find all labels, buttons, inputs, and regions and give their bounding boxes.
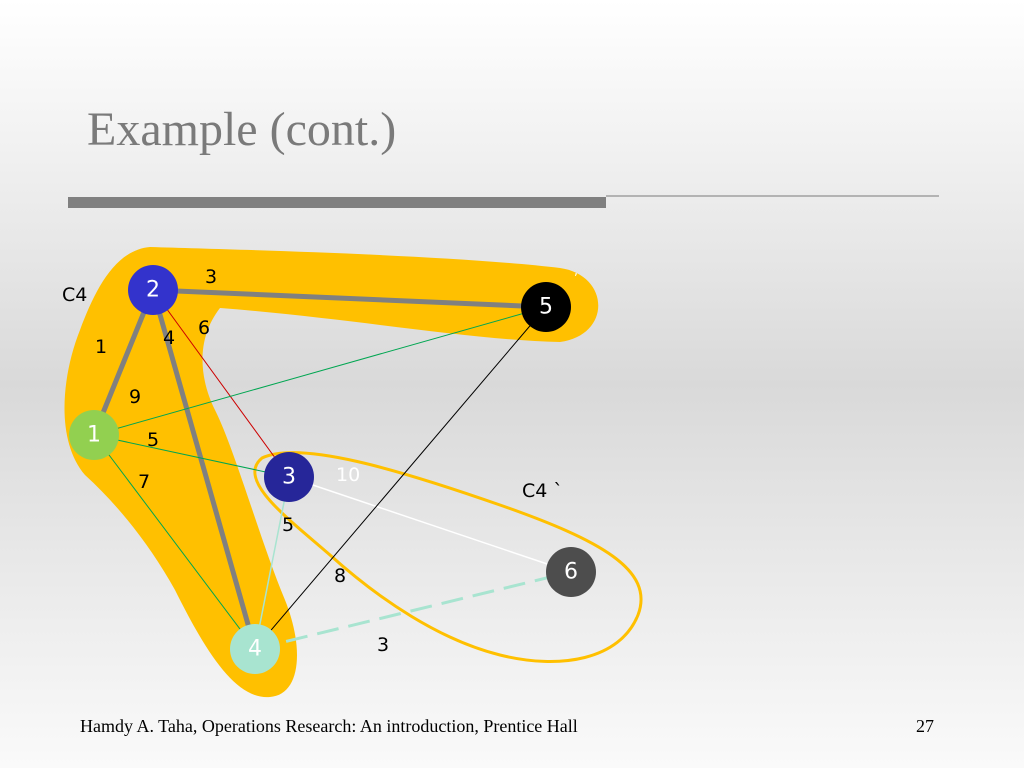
edge-1-4 (93, 434, 256, 650)
node-4-label: 4 (248, 637, 262, 662)
edge-2-5 (152, 287, 547, 310)
node-4: 4 (230, 624, 280, 674)
edge-weight-5-4: 8 (334, 565, 346, 587)
node-6-label: 6 (564, 560, 578, 585)
tick-mark: ʼ (574, 271, 578, 285)
edge-weight-2-1: 1 (95, 336, 107, 358)
title-underline-thick (68, 197, 606, 208)
slide-title: Example (cont.) (87, 103, 397, 156)
footer-citation: Hamdy A. Taha, Operations Research: An i… (80, 716, 578, 736)
edge-weight-2-5: 3 (205, 266, 217, 288)
node-5: 5 (521, 282, 571, 332)
edge-weight-4-6: 3 (377, 634, 389, 656)
title-underline-thin (606, 195, 939, 197)
edge-1-3 (93, 434, 290, 478)
edge-3-4 (254, 476, 290, 650)
node-6: 6 (546, 547, 596, 597)
edge-weight-3-6: 10 (336, 464, 360, 486)
edge-weight-1-5: 9 (129, 386, 141, 408)
edge-5-4 (254, 306, 547, 650)
edge-weight-1-3: 5 (147, 429, 159, 451)
node-3: 3 (264, 452, 314, 502)
edge-weight-1-4: 7 (138, 471, 150, 493)
edge-2-1 (91, 289, 156, 436)
node-5-label: 5 (539, 295, 553, 320)
edge-3-6 (288, 476, 572, 573)
edge-weight-2-3: 6 (198, 317, 210, 339)
c4-highlight-region (64, 247, 599, 698)
edge-2-4 (150, 289, 258, 650)
edge-weight-2-4: 4 (163, 327, 175, 349)
c4-prime-label: C4 ` (522, 480, 563, 502)
node-3-label: 3 (282, 465, 296, 490)
page-number: 27 (916, 716, 934, 736)
c4-label: C4 (62, 284, 87, 306)
node-2-label: 2 (146, 278, 160, 303)
c4-prime-outline (253, 451, 643, 664)
node-1-label: 1 (87, 423, 101, 448)
node-1: 1 (69, 410, 119, 460)
edge-4-6 (254, 570, 572, 651)
edge-weight-3-4: 5 (282, 514, 294, 536)
node-2: 2 (128, 265, 178, 315)
edge-2-3 (152, 289, 290, 478)
edge-1-5 (93, 306, 547, 436)
